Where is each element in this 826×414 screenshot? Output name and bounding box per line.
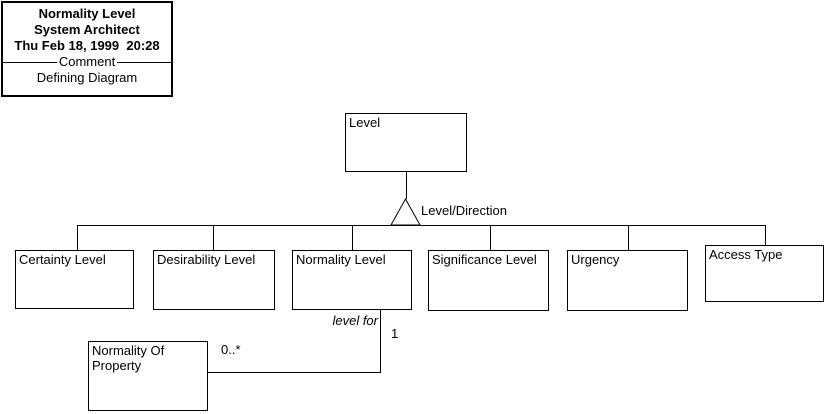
association-name-label: level for <box>332 313 378 328</box>
connector-stub-certainty <box>77 225 78 250</box>
multiplicity-one-label: 1 <box>391 326 399 341</box>
node-access-type-label: Access Type <box>709 247 783 262</box>
connector-stub-access-type <box>765 225 766 245</box>
node-desirability-level[interactable]: Desirability Level <box>153 250 275 310</box>
diagram-title: Normality Level <box>38 6 136 21</box>
diagram-title-block: Normality Level System Architect Thu Feb… <box>1 1 173 97</box>
diagram-type-label: Defining Diagram <box>36 70 138 85</box>
node-certainty-level[interactable]: Certainty Level <box>15 250 134 309</box>
comment-label: Comment <box>58 54 116 69</box>
application-name: System Architect <box>34 22 140 37</box>
node-urgency[interactable]: Urgency <box>567 250 688 311</box>
connector-association-vertical <box>380 309 381 372</box>
multiplicity-many-label: 0..* <box>221 342 241 357</box>
node-significance-level-label: Significance Level <box>432 252 537 267</box>
comment-separator: Comment <box>3 54 172 69</box>
separator-line-right <box>117 61 172 63</box>
connector-association-horizontal <box>208 372 381 373</box>
node-level-label: Level <box>349 115 381 130</box>
connector-stub-urgency <box>628 225 629 250</box>
node-significance-level[interactable]: Significance Level <box>428 250 549 311</box>
node-level[interactable]: Level <box>345 113 467 172</box>
node-urgency-label: Urgency <box>571 252 620 267</box>
connector-bus <box>77 225 766 226</box>
node-normality-of-property[interactable]: Normality Of Property <box>88 341 208 411</box>
generalization-label: Level/Direction <box>421 203 507 218</box>
node-desirability-level-label: Desirability Level <box>157 252 256 267</box>
diagram-timestamp: Thu Feb 18, 1999 20:28 <box>14 38 160 53</box>
node-access-type[interactable]: Access Type <box>705 245 824 302</box>
node-normality-of-property-label: Normality Of Property <box>92 343 165 373</box>
connector-stub-normality <box>352 225 353 250</box>
node-normality-level-label: Normality Level <box>296 252 386 267</box>
generalization-triangle-icon <box>390 198 421 226</box>
connector-level-to-triangle <box>406 172 407 199</box>
node-normality-level[interactable]: Normality Level <box>292 250 412 310</box>
connector-stub-desirability <box>213 225 214 250</box>
separator-line-left <box>3 61 57 63</box>
node-certainty-level-label: Certainty Level <box>19 252 106 267</box>
connector-stub-significance <box>490 225 491 250</box>
